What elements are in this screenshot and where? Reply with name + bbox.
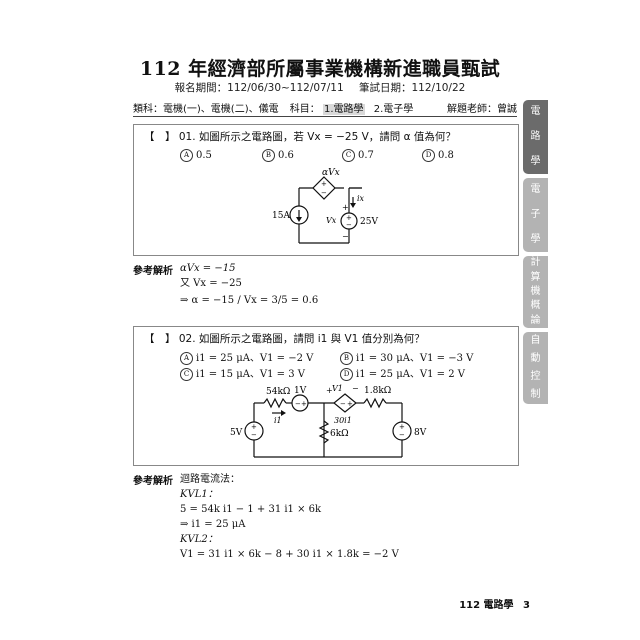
q2-r2-label: 6kΩ [330, 429, 349, 439]
svg-text:+: + [342, 203, 349, 212]
svg-text:−: − [399, 431, 405, 439]
q2-r3-label: 1.8kΩ [364, 386, 391, 396]
footer-label: 112 電路學 [459, 600, 514, 611]
svg-text:+: + [301, 400, 307, 408]
question-1-bracket: 【 】 [144, 131, 176, 143]
q2-i1-label: i1 [274, 416, 282, 425]
question-1-text: 【 】 01. 如圖所示之電路圖，若 Vx = −25 V，請問 α 值為何？ [144, 129, 456, 144]
sidebar-tab-electronics[interactable]: 電 子 學 [523, 178, 548, 252]
question-2-stem: 如圖所示之電路圖，請問 i1 與 V1 值分別為何？ [198, 333, 425, 345]
topic-active: 1.電路學 [322, 104, 365, 115]
q1-current-source-label: 15A [272, 211, 290, 221]
svg-text:+: + [346, 214, 352, 222]
svg-text:+: + [251, 423, 257, 431]
exam-date: 筆試日期：112/10/22 [358, 82, 466, 94]
topics-label: 科目： [289, 104, 320, 115]
q2-circuit-diagram: 54kΩ 1V − + i1 5V + − 6kΩ V1 + − + − 1.8… [230, 384, 427, 458]
answer-2-label: 參考解析 [133, 476, 173, 487]
answer-1-label: 參考解析 [133, 266, 173, 277]
question-2-bracket: 【 】 [144, 333, 176, 345]
sidebar-tab-circuits[interactable]: 電 路 學 [523, 100, 548, 174]
teacher-label: 解題老師：曾誠 [447, 104, 517, 115]
subjects-label: 類科：電機(一)、電機(二)、儀電 [133, 104, 279, 115]
svg-text:−: − [352, 384, 359, 393]
sidebar-tab-automatic-control[interactable]: 自 動 控 制 [523, 332, 548, 404]
q2-dep-source-label: 30i1 [334, 416, 352, 425]
question-2-number: 02. [178, 333, 196, 345]
q1-vx-label: Vx [326, 216, 337, 225]
page-number: 3 [523, 600, 530, 611]
svg-text:−: − [346, 221, 352, 229]
question-1-stem: 如圖所示之電路圖，若 Vx = −25 V，請問 α 值為何？ [198, 131, 456, 143]
exam-dates: 報名期間：112/06/30~112/07/11 筆試日期：112/10/22 [0, 80, 640, 95]
q2-v1-label: V1 [332, 384, 343, 393]
svg-text:−: − [251, 431, 257, 439]
sidebar-tab-computer-intro[interactable]: 計 算 機 概 論 [523, 256, 548, 328]
question-1-box: 【 】 01. 如圖所示之電路圖，若 Vx = −25 V，請問 α 值為何？ … [133, 124, 519, 256]
svg-text:+: + [321, 180, 327, 188]
svg-text:−: − [340, 400, 346, 408]
svg-text:−: − [321, 189, 327, 197]
q1-dep-source-label: αVx [322, 168, 340, 178]
page-title: 112 年經濟部所屬事業機構新進職員甄試 [139, 58, 501, 80]
q1-ix-label: ix [357, 194, 365, 203]
q1-voltage-source-label: 25V [360, 217, 378, 227]
answer-1-body: αVx = −15 又 Vx = −25 ⇒ α = −15 / Vx = 3/… [180, 263, 319, 306]
page-footer: 112 電路學 3 [459, 596, 530, 611]
topic-other: 2.電子學 [373, 104, 414, 115]
svg-text:+: + [399, 423, 405, 431]
divider [133, 116, 517, 117]
q2-8v-label: 8V [414, 428, 427, 438]
svg-text:−: − [295, 400, 301, 408]
svg-text:+: + [347, 400, 353, 408]
svg-text:+: + [326, 386, 333, 395]
question-2-text: 【 】 02. 如圖所示之電路圖，請問 i1 與 V1 值分別為何？ [144, 331, 425, 346]
question-1-number: 01. [178, 131, 196, 143]
subject-bar: 類科：電機(一)、電機(二)、儀電 科目： 1.電路學 2.電子學 解題老師：曾… [133, 98, 517, 115]
registration-period: 報名期間：112/06/30~112/07/11 [174, 82, 344, 94]
q1-circuit-diagram: αVx + − 15A ix + Vx + − 25V − [272, 168, 378, 244]
q2-1v-label: 1V [294, 386, 307, 396]
svg-text:−: − [342, 232, 349, 241]
answer-2-body: 迴路電流法： KVL1： 5 = 54k i1 − 1 + 31 i1 × 6k… [180, 474, 399, 560]
q2-5v-label: 5V [230, 428, 243, 438]
q2-r1-label: 54kΩ [266, 387, 290, 397]
